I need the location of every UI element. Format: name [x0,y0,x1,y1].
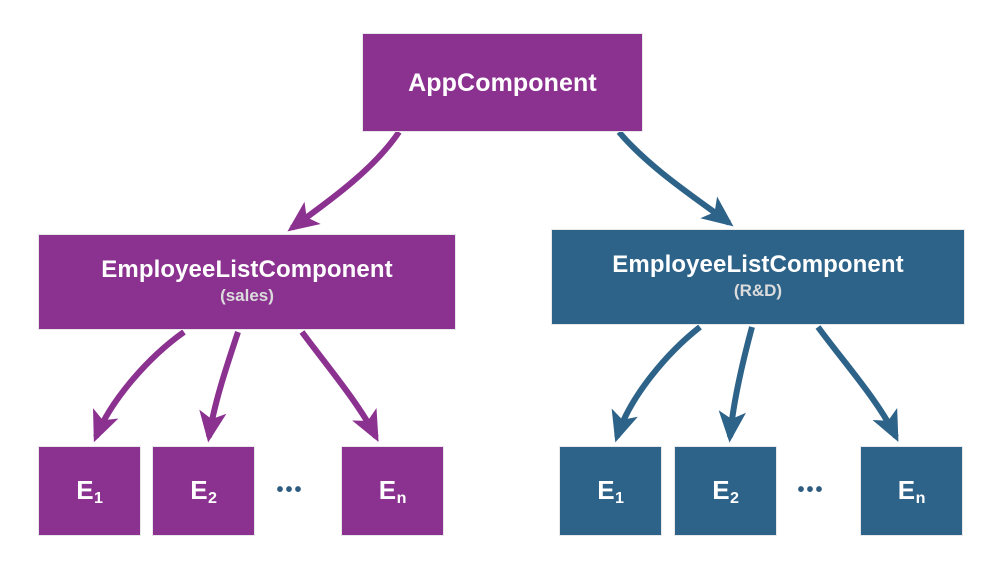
node-app-component[interactable]: AppComponent [362,33,643,132]
node-employee-rnd-1[interactable]: E1 [559,446,662,536]
employee-index: n [396,488,407,507]
node-employee-sales-n-label: En [378,475,407,507]
edge-rnd-to-e1 [611,324,702,443]
node-employee-list-sales-subtitle: (sales) [220,286,274,306]
node-app-component-label: AppComponent [408,68,597,97]
ellipsis-sales: ••• [276,479,304,501]
edge-rnd-to-e2 [718,326,755,443]
edge-app-to-sales [287,130,402,232]
edge-sales-to-e1 [93,329,186,443]
node-employee-rnd-1-label: E1 [597,475,625,507]
employee-letter: E [190,475,208,506]
employee-index: 1 [615,488,625,507]
node-employee-rnd-n[interactable]: En [860,446,963,536]
node-employee-list-rnd-label: EmployeeListComponent [612,251,904,279]
edge-sales-to-e2 [199,331,241,443]
node-employee-list-rnd[interactable]: EmployeeListComponent (R&D) [551,229,965,325]
node-employee-rnd-2[interactable]: E2 [674,446,777,536]
node-employee-list-rnd-subtitle: (R&D) [733,281,783,301]
employee-letter: E [712,475,730,506]
employee-letter: E [897,475,916,506]
edge-sales-to-en [299,330,379,442]
node-employee-list-sales-label: EmployeeListComponent [101,256,393,284]
employee-letter: E [597,475,615,506]
node-employee-rnd-2-label: E2 [712,475,740,507]
employee-index: 2 [730,488,740,507]
ellipsis-rnd: ••• [797,479,825,501]
node-employee-sales-2[interactable]: E2 [152,446,255,536]
node-employee-sales-2-label: E2 [190,475,218,507]
edge-rnd-to-en [815,325,899,443]
node-employee-sales-1-label: E1 [76,475,104,507]
node-employee-rnd-n-label: En [897,475,926,507]
employee-index: 2 [208,488,218,507]
node-employee-sales-1[interactable]: E1 [38,446,141,536]
node-employee-list-sales[interactable]: EmployeeListComponent (sales) [38,234,456,330]
employee-letter: E [76,475,94,506]
node-employee-sales-n[interactable]: En [341,446,444,536]
employee-letter: E [378,475,397,506]
employee-index: n [915,488,926,507]
employee-index: 1 [94,488,104,507]
edge-app-to-rnd [616,130,734,227]
